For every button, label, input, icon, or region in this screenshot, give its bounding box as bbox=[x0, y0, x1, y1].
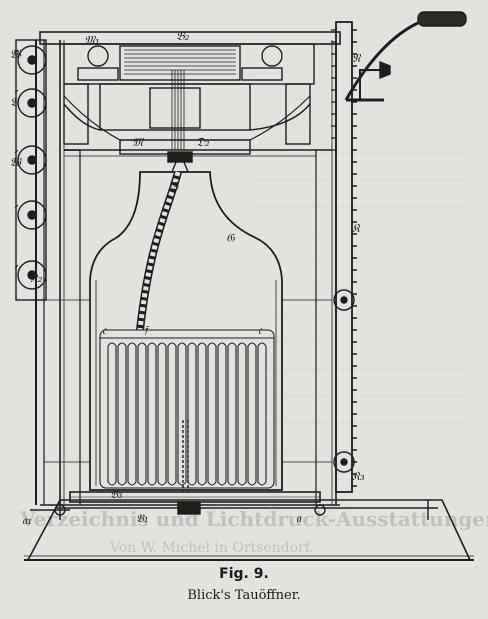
bleed-through-text: Verzeichnis und Lichtdruck-Ausstattungen… bbox=[19, 17, 488, 556]
label-f-mid: 𝔣 bbox=[144, 323, 150, 337]
rope-coil bbox=[99, 329, 275, 489]
drum-cage bbox=[89, 171, 283, 491]
right-gear-column bbox=[331, 21, 357, 493]
rope bbox=[136, 170, 182, 331]
part-labels: 𝔐₁ 𝔅₂ 𝔚 𝔙 𝔚 𝔑 𝔐 𝔇₂ 𝔖 𝔊 𝔎 𝔎₂ 𝔎₃ 𝔠 𝔠 𝔣 𝔅₃ … bbox=[10, 29, 365, 527]
figure-number: Fig. 9. bbox=[219, 566, 269, 582]
label-m-top: 𝔐₁ bbox=[84, 33, 100, 47]
label-a-right: 𝔞 bbox=[296, 511, 302, 525]
top-housing bbox=[39, 31, 341, 157]
tie-rods bbox=[44, 299, 332, 463]
label-w-left2: 𝔚 bbox=[10, 155, 23, 169]
label-a-left: 𝔞₁ bbox=[22, 513, 32, 527]
label-d-mid: 𝔇₂ bbox=[196, 135, 210, 149]
label-k-right: 𝔎 bbox=[352, 221, 361, 235]
clamp bbox=[167, 151, 193, 173]
label-k3-right: 𝔎₃ bbox=[352, 469, 365, 483]
left-gear-stack bbox=[14, 39, 47, 301]
figure-caption: Blick's Tauöffner. bbox=[187, 588, 301, 603]
background-heading: Verzeichnis und Lichtdruck-Ausstattungen bbox=[19, 507, 488, 531]
label-v-left: 𝔙 bbox=[10, 95, 20, 109]
label-c-right: 𝔠 bbox=[258, 323, 263, 337]
label-g-body: 𝔊 bbox=[226, 231, 236, 245]
label-b-bottom: 𝔅₃ bbox=[110, 488, 122, 501]
label-s-rope: 𝔖 bbox=[170, 179, 180, 193]
label-k2-left: 𝔎₂ bbox=[30, 271, 43, 285]
label-m-mid: 𝔐 bbox=[132, 135, 145, 149]
label-c-left: 𝔠 bbox=[102, 323, 107, 337]
crank-handle bbox=[344, 11, 467, 102]
background-subheading: Von W. Michel in Ortsendorf. bbox=[109, 540, 314, 556]
label-w-left: 𝔚 bbox=[10, 47, 23, 61]
rope-fibers-top bbox=[171, 70, 185, 150]
spindle bbox=[182, 420, 189, 492]
label-b-base: 𝔅₁ bbox=[136, 512, 148, 525]
label-b-top: 𝔅₂ bbox=[176, 29, 190, 43]
bottom-plate bbox=[30, 491, 340, 516]
label-r-right: 𝔑 bbox=[352, 51, 362, 65]
